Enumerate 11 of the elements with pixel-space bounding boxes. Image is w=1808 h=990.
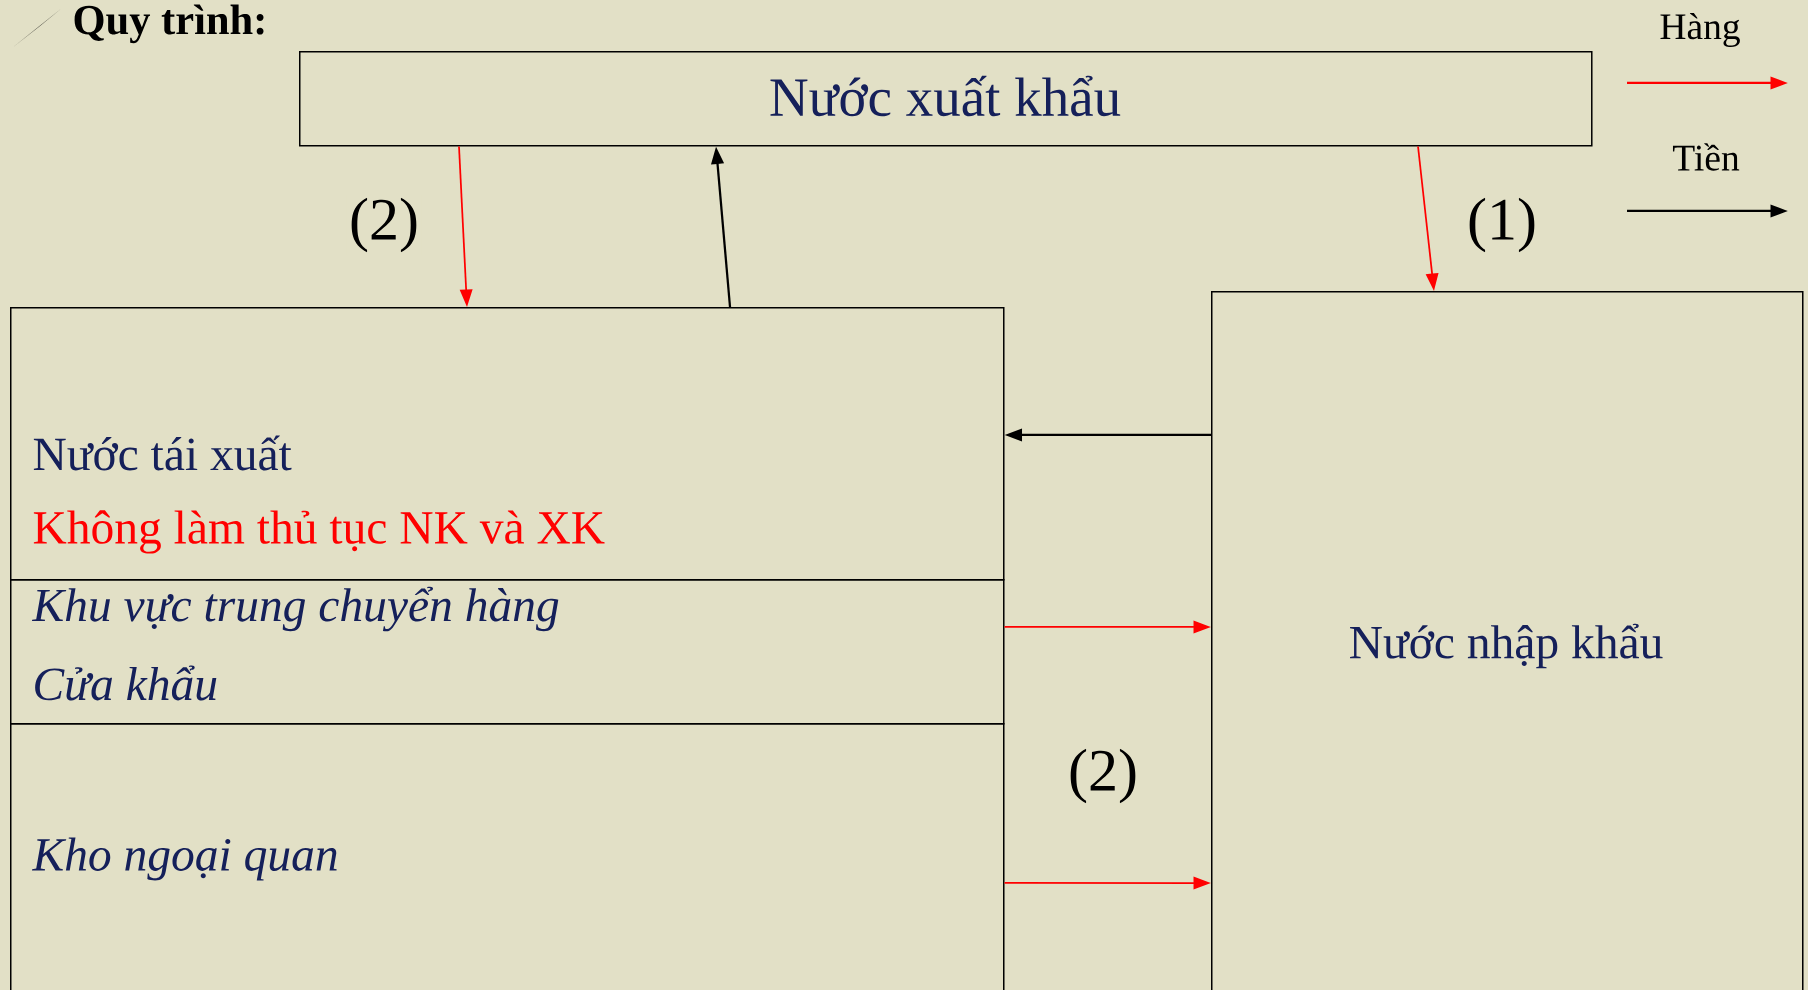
slide-title: Quy trình:	[74, 4, 264, 44]
section-box: Nước tái xuất Không làm thủ tục NK và XK	[10, 307, 1005, 581]
edge-label: (2)	[346, 195, 422, 255]
section-box: Khu vực trung chuyển hàng Cửa khẩu	[10, 579, 1005, 725]
country-box: Nước xuất khẩu	[299, 51, 1593, 147]
country-box: Nước nhập khẩu	[1211, 291, 1804, 990]
section-box: Kho ngoại quan	[10, 723, 1005, 990]
edge-label: (2)	[1065, 746, 1141, 806]
legend-label: Tiền	[1673, 143, 1740, 171]
legend-label: Hàng	[1660, 12, 1740, 48]
edge-label: (1)	[1464, 195, 1540, 255]
